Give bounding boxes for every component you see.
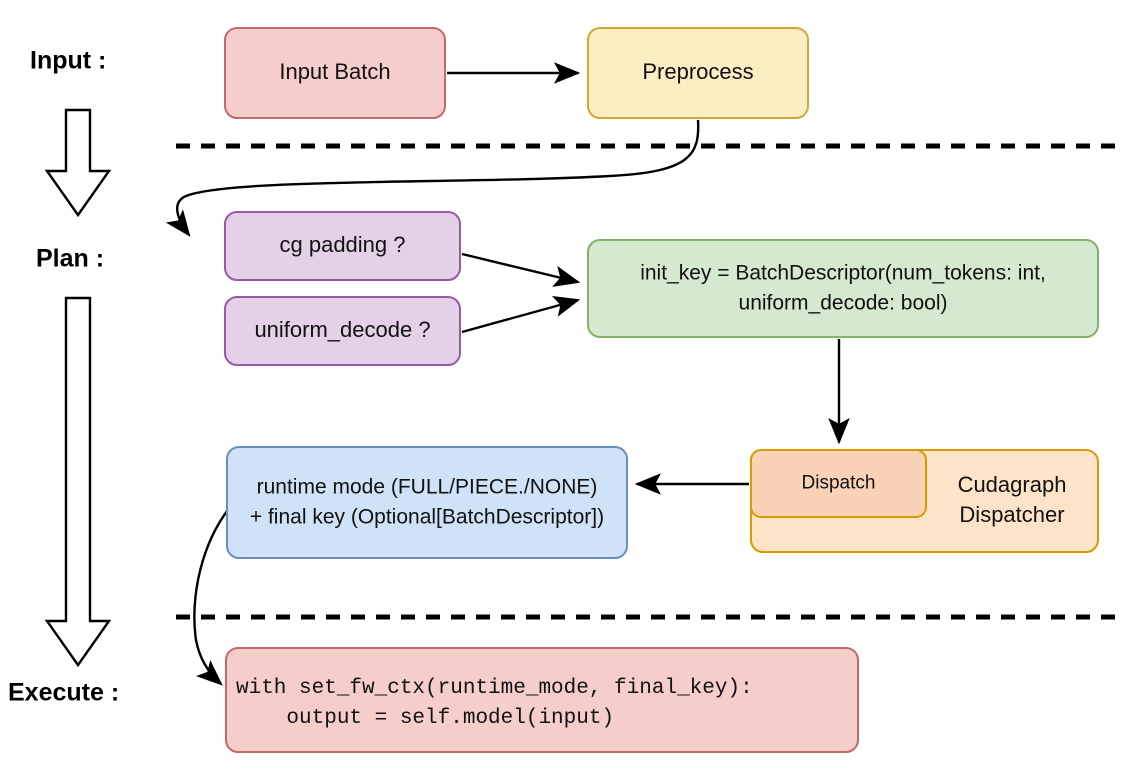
runtime-mode-label: runtime mode (FULL/PIECE./NONE)+ final k… <box>250 475 604 528</box>
stage-flow-arrows <box>44 108 112 668</box>
edge-preprocess-to-plan <box>165 119 700 237</box>
edge-runtimemode-to-code <box>193 499 237 686</box>
dispatch-box[interactable] <box>750 449 927 518</box>
stage-label-input: Input : <box>30 47 106 75</box>
execute-code-label: with set_fw_ctx(runtime_mode, final_key)… <box>236 677 753 730</box>
dispatch-label: Dispatch <box>802 473 876 494</box>
cg-padding-label: cg padding ? <box>280 232 406 257</box>
stage-labels: Input : Plan : Execute : <box>8 47 119 707</box>
runtime-mode-box[interactable] <box>226 446 628 559</box>
stage-label-execute: Execute : <box>8 679 119 707</box>
init-key-label: init_key = BatchDescriptor(num_tokens: i… <box>640 261 1046 314</box>
uniform-decode-label: uniform_decode ? <box>254 317 430 342</box>
execute-code-box[interactable] <box>225 647 859 753</box>
uniform-decode-box[interactable] <box>224 296 461 366</box>
input-batch-label: Input Batch <box>279 59 390 84</box>
cg-padding-box[interactable] <box>224 211 461 281</box>
edge-uniformdecode-to-initkey <box>461 295 581 334</box>
node-execute-code[interactable]: with set_fw_ctx(runtime_mode, final_key)… <box>225 647 859 753</box>
node-uniform-decode[interactable]: uniform_decode ? <box>224 296 461 366</box>
node-init-key[interactable]: init_key = BatchDescriptor(num_tokens: i… <box>587 239 1099 338</box>
node-dispatch[interactable]: Dispatch <box>750 449 927 518</box>
node-input-batch[interactable]: Input Batch <box>224 27 446 119</box>
stage-label-plan: Plan : <box>36 245 104 273</box>
node-cg-padding[interactable]: cg padding ? <box>224 211 461 281</box>
block-arrow-input-to-plan <box>44 108 112 218</box>
input-batch-box[interactable] <box>224 27 446 119</box>
section-dividers <box>176 143 1124 620</box>
node-preprocess[interactable]: Preprocess <box>587 27 809 119</box>
diagram-nodes: Input Batch Preprocess cg padding ? uniform… <box>224 27 1099 753</box>
preprocess-label: Preprocess <box>642 59 753 84</box>
preprocess-box[interactable] <box>587 27 809 119</box>
node-runtime-mode[interactable]: runtime mode (FULL/PIECE./NONE)+ final k… <box>226 446 628 559</box>
init-key-box[interactable] <box>587 239 1099 338</box>
edge-cgpadding-to-initkey <box>461 252 581 287</box>
block-arrow-plan-to-execute <box>44 296 112 668</box>
connector-edges <box>165 62 850 686</box>
